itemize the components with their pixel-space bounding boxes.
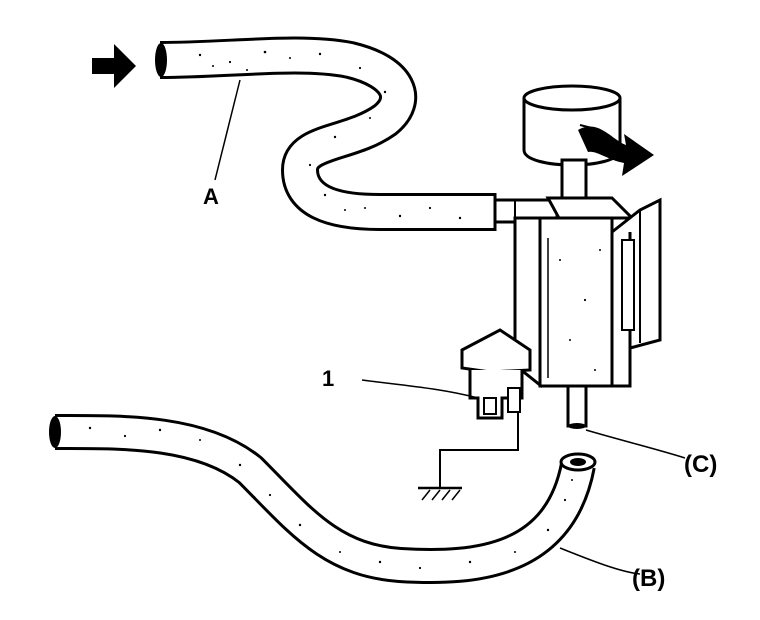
hose-b: [49, 413, 597, 585]
label-port-c: (C): [684, 451, 717, 478]
label-hose-b: (B): [632, 565, 665, 592]
ground-symbol-icon: [418, 486, 462, 501]
hose-a: [155, 36, 497, 231]
leader-lines: [214, 79, 686, 575]
inflow-arrow-icon: [92, 44, 136, 88]
label-hose-a: A: [203, 184, 219, 209]
solenoid-valve-body: [513, 196, 662, 389]
outlet-port-c: [566, 384, 588, 429]
ground-wire: [439, 412, 519, 488]
outflow-arrow-icon: [578, 126, 654, 176]
label-part-1: 1: [322, 366, 334, 391]
electrical-connector: [460, 328, 532, 420]
